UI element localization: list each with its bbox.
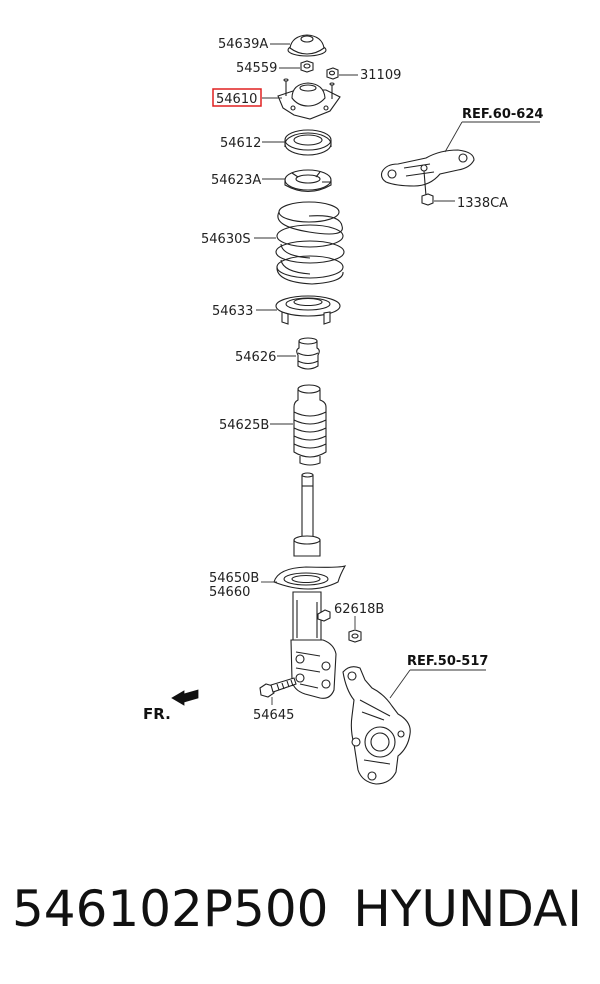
label-54630S[interactable]: 54630S [201,232,251,247]
part-strut-mount-54610[interactable] [277,78,341,120]
label-62618B[interactable]: 62618B [334,602,384,617]
label-54610[interactable]: 54610 [216,92,257,107]
part-subframe-bracket-ref60[interactable] [380,149,475,206]
label-54626[interactable]: 54626 [235,350,276,365]
part-strut-assembly-54650B[interactable] [273,472,347,699]
part-coil-spring-54630S[interactable] [275,201,345,285]
caption-brand: HYUNDAI [353,880,582,938]
part-bump-stop-54626[interactable] [296,337,320,370]
part-steering-knuckle-ref50[interactable] [342,666,411,785]
part-bearing-54612[interactable] [284,129,332,156]
front-marker-label: FR. [143,705,171,723]
part-nut-54559[interactable] [300,60,314,73]
part-bolt-54645[interactable] [259,677,297,698]
label-54625B[interactable]: 54625B [219,418,269,433]
label-ref-50-517[interactable]: REF.50-517 [407,654,488,669]
part-spring-pad-54623A[interactable] [284,169,332,193]
label-54559[interactable]: 54559 [236,61,277,76]
label-ref-60-624[interactable]: REF.60-624 [462,107,543,122]
part-top-cap-54639A[interactable] [287,34,327,57]
label-54660[interactable]: 54660 [209,585,250,600]
part-nut-62618B[interactable] [348,629,362,643]
label-54650B[interactable]: 54650B [209,571,259,586]
label-54639A[interactable]: 54639A [218,37,268,52]
label-54623A[interactable]: 54623A [211,173,261,188]
part-lower-spring-pad-54633[interactable] [275,295,341,325]
label-31109[interactable]: 31109 [360,68,401,83]
part-dust-boot-54625B[interactable] [293,384,327,466]
front-direction-arrow-icon [171,689,199,706]
label-54612[interactable]: 54612 [220,136,261,151]
label-54645[interactable]: 54645 [253,708,294,723]
exploded-parts-diagram: 54639A 54559 31109 54610 54612 [143,34,543,785]
caption-part-number: 546102P500 [12,880,329,938]
highlight-box-54610 [212,88,262,107]
part-nut-31109[interactable] [326,67,339,80]
label-54633[interactable]: 54633 [212,304,253,319]
part-caption: 546102P500 HYUNDAI [0,872,600,952]
label-1338CA[interactable]: 1338CA [457,196,508,211]
